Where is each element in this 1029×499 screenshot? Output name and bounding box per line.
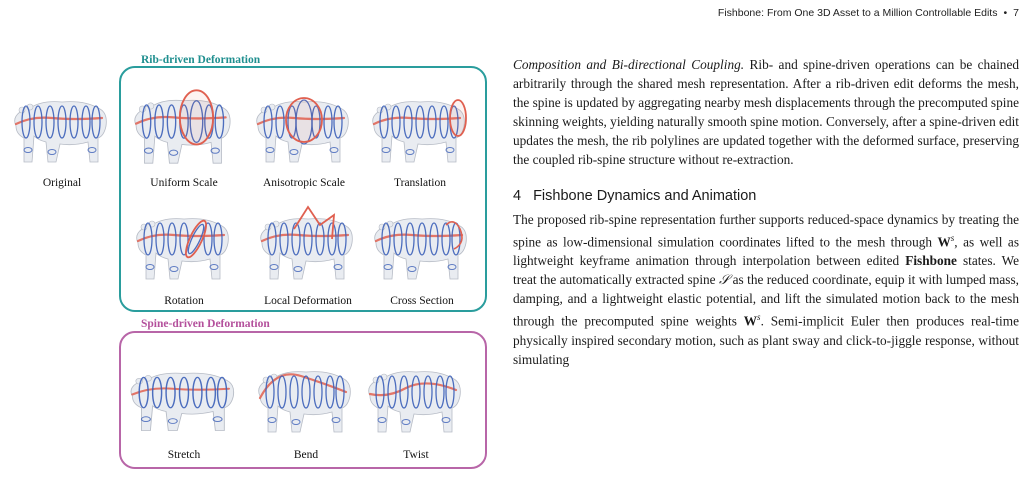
caption-cross-section: Cross Section [390,295,454,307]
paragraph-lead: Composition and Bi-directional Coupling. [513,57,745,72]
bear-anisotropic-scale-image [256,97,349,163]
spine-panel-title: Spine-driven Deformation [139,318,272,330]
figure-deformations: Rib-driven Deformation Spine-driven Defo… [0,0,500,499]
rib-panel-title: Rib-driven Deformation [139,54,263,66]
section-number: 4 [513,188,522,204]
cell-anisotropic-scale: Anisotropic Scale [244,78,364,189]
body-text-column: Composition and Bi-directional Coupling.… [513,55,1019,369]
rib-panel-frame [119,66,487,312]
text-run: . Semi-implicit Euler then produces real… [513,313,1019,367]
section-title: Fishbone Dynamics and Animation [533,188,757,204]
caption-translation: Translation [394,177,446,189]
spine-panel-frame [119,331,487,469]
header-bullet: • [1003,7,1008,19]
text-run: as the reduced coordinate, equip it with… [513,272,1019,329]
text-run: states. We treat the automatically extra… [513,253,1020,288]
caption-bend: Bend [293,449,319,461]
math-sup-s: s [950,233,955,243]
math-w: W [743,313,758,329]
cell-bend: Bend [246,348,366,461]
bear-original-image [14,101,107,163]
caption-uniform-scale: Uniform Scale [150,177,218,189]
caption-stretch: Stretch [167,449,201,461]
page-number: 7 [1013,7,1019,19]
section-heading: 4 Fishbone Dynamics and Animation [513,188,1019,204]
caption-anisotropic-scale: Anisotropic Scale [262,177,346,189]
cell-translation: Translation [360,78,480,189]
running-header: Fishbone: From One 3D Asset to a Million… [718,7,1019,19]
caption-local-deformation: Local Deformation [264,295,352,307]
bear-bend-image [258,371,351,433]
caption-twist: Twist [403,449,429,461]
bear-local-deformation-image [260,205,353,280]
cell-stretch: Stretch [124,348,244,461]
math-sup-s: s [757,312,761,323]
bear-twist-image [368,371,461,433]
caption-rotation: Rotation [164,295,204,307]
paragraph-dynamics: The proposed rib-spine representation fu… [513,210,1019,369]
bear-stretch-image [130,372,235,431]
fishbone-bold: Fishbone [905,253,957,269]
math-spine-symbol: 𝒮 [718,272,730,288]
bear-rotation-image [136,218,229,280]
math-w: W [937,234,951,250]
text-run: , as well as lightweight keyframe animat… [513,234,1020,269]
text-run: The proposed rib-spine representation fu… [513,212,1019,250]
bear-cross-section-image [374,218,467,280]
cell-rotation: Rotation [124,195,244,307]
cell-cross-section: Cross Section [362,195,482,307]
cell-original: Original [2,78,122,189]
cell-uniform-scale: Uniform Scale [124,78,244,189]
caption-original: Original [42,177,82,189]
cell-local-deformation: Local Deformation [248,195,368,307]
bear-translation-image [372,99,467,163]
bear-uniform-scale-image [134,89,231,164]
cell-twist: Twist [356,348,476,461]
running-title: Fishbone: From One 3D Asset to a Million… [717,7,998,19]
paragraph-composition: Composition and Bi-directional Coupling.… [513,55,1019,169]
paragraph-body: Rib- and spine-driven operations can be … [513,57,1019,167]
